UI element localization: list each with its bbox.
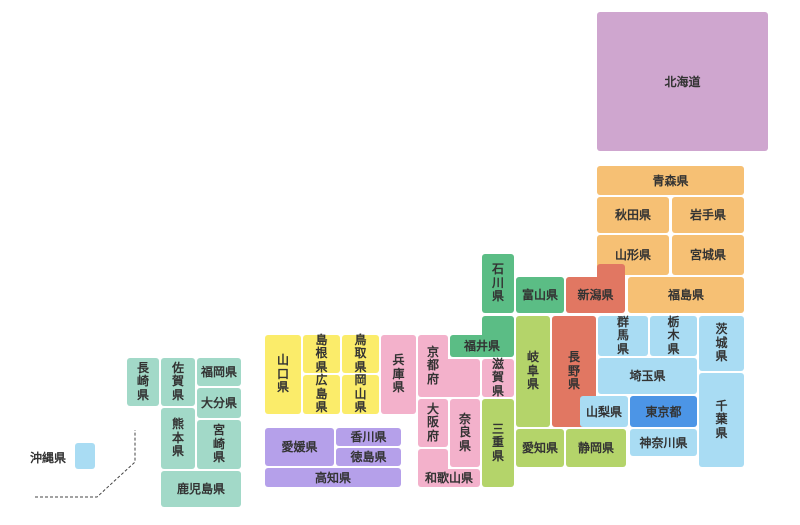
- pref-fukui-label: 福井県: [463, 339, 500, 353]
- pref-yamagata[interactable]: 山形県: [597, 235, 669, 275]
- pref-okinawa-label: 沖縄県: [30, 451, 67, 465]
- pref-toyama[interactable]: 富山県: [516, 277, 564, 313]
- pref-saitama-label: 埼玉県: [629, 369, 666, 383]
- pref-niigata-label: 新潟県: [577, 288, 614, 302]
- pref-fukuoka-label: 福岡県: [200, 365, 237, 379]
- pref-nagasaki[interactable]: 長崎県: [127, 358, 159, 406]
- pref-tochigi[interactable]: 栃木県: [650, 314, 697, 356]
- pref-fukushima-label: 福島県: [667, 288, 704, 302]
- pref-kagawa[interactable]: 香川県: [336, 428, 401, 446]
- pref-gifu-label: 岐阜県: [527, 350, 540, 392]
- pref-hyogo[interactable]: 兵庫県: [381, 335, 416, 414]
- pref-yamaguchi-label: 山口県: [277, 353, 290, 395]
- pref-wakayama[interactable]: 和歌山県: [418, 469, 480, 487]
- pref-tokushima[interactable]: 徳島県: [336, 448, 401, 466]
- pref-kochi[interactable]: 高知県: [265, 468, 401, 487]
- pref-chiba-label: 千葉県: [715, 398, 728, 440]
- pref-oita[interactable]: 大分県: [197, 388, 241, 418]
- pref-wakayama-label: 和歌山県: [424, 471, 473, 485]
- pref-chiba[interactable]: 千葉県: [699, 373, 744, 467]
- pref-yamanashi-label: 山梨県: [585, 404, 622, 419]
- pref-yamanashi[interactable]: 山梨県: [580, 396, 628, 427]
- pref-hyogo-label: 兵庫県: [392, 353, 405, 395]
- pref-oita-label: 大分県: [200, 396, 237, 410]
- pref-toyama-label: 富山県: [521, 288, 558, 302]
- pref-kyoto[interactable]: 京都府: [418, 335, 448, 397]
- pref-ehime-label: 愛媛県: [281, 440, 318, 454]
- pref-tokyo-label: 東京都: [645, 404, 682, 419]
- pref-nagano-label: 長野県: [568, 350, 581, 392]
- pref-aichi-label: 愛知県: [521, 441, 558, 455]
- pref-okayama[interactable]: 岡山県: [342, 373, 379, 415]
- pref-iwate[interactable]: 岩手県: [672, 197, 744, 233]
- pref-hokkaido[interactable]: 北海道: [597, 12, 768, 151]
- pref-kanagawa-label: 神奈川県: [639, 435, 688, 450]
- pref-fukuoka[interactable]: 福岡県: [197, 358, 241, 386]
- pref-kumamoto[interactable]: 熊本県: [161, 408, 195, 469]
- pref-fukui-top[interactable]: [482, 316, 514, 336]
- pref-nara-label: 奈良県: [459, 411, 472, 453]
- pref-ishikawa-label: 石川県: [492, 262, 505, 304]
- pref-yamagata-label: 山形県: [614, 248, 651, 262]
- pref-akita[interactable]: 秋田県: [597, 197, 669, 233]
- pref-kanagawa[interactable]: 神奈川県: [630, 429, 697, 456]
- pref-tochigi-label: 栃木県: [667, 314, 680, 356]
- pref-shiga[interactable]: 滋賀県: [482, 356, 514, 398]
- pref-shizuoka[interactable]: 静岡県: [566, 429, 626, 467]
- pref-fukui[interactable]: 福井県: [450, 335, 514, 357]
- pref-aomori-label: 青森県: [652, 173, 689, 188]
- pref-shiga-label: 滋賀県: [492, 356, 505, 398]
- pref-kagoshima-label: 鹿児島県: [176, 482, 225, 496]
- pref-ibaraki-label: 茨城県: [715, 322, 728, 364]
- pref-osaka[interactable]: 大阪府: [418, 399, 448, 447]
- pref-tottori-label: 鳥取県: [354, 332, 367, 374]
- pref-gunma[interactable]: 群馬県: [598, 314, 648, 356]
- pref-miyazaki[interactable]: 宮崎県: [197, 420, 241, 469]
- pref-iwate-label: 岩手県: [689, 208, 726, 222]
- pref-okayama-label: 岡山県: [354, 373, 367, 415]
- pref-osaka-label: 大阪府: [427, 401, 440, 443]
- pref-kumamoto-label: 熊本県: [172, 417, 185, 459]
- pref-niigata[interactable]: 新潟県: [566, 277, 625, 313]
- pref-gifu[interactable]: 岐阜県: [516, 316, 550, 427]
- pref-kagawa-label: 香川県: [350, 430, 387, 444]
- pref-saga-label: 佐賀県: [172, 360, 185, 402]
- pref-aichi[interactable]: 愛知県: [516, 429, 564, 467]
- pref-mie[interactable]: 三重県: [482, 399, 514, 487]
- pref-tottori[interactable]: 鳥取県: [342, 332, 379, 374]
- pref-nagano[interactable]: 長野県: [552, 316, 596, 427]
- pref-shimane-label: 島根県: [315, 332, 328, 374]
- pref-kagoshima[interactable]: 鹿児島県: [161, 471, 241, 507]
- pref-ehime[interactable]: 愛媛県: [265, 428, 334, 466]
- pref-miyagi-label: 宮城県: [689, 248, 726, 262]
- pref-kyoto-ext[interactable]: [446, 359, 480, 397]
- pref-saitama[interactable]: 埼玉県: [598, 358, 697, 394]
- pref-shizuoka-label: 静岡県: [577, 441, 614, 455]
- pref-aomori[interactable]: 青森県: [597, 166, 744, 195]
- pref-hokkaido-label: 北海道: [664, 74, 701, 89]
- pref-gunma-label: 群馬県: [617, 314, 630, 356]
- pref-nara[interactable]: 奈良県: [450, 399, 480, 467]
- pref-shimane[interactable]: 島根県: [303, 332, 340, 374]
- pref-nagasaki-label: 長崎県: [137, 360, 150, 402]
- pref-wakayama-top[interactable]: [418, 449, 448, 470]
- pref-tokyo[interactable]: 東京都: [630, 396, 697, 427]
- pref-okinawa[interactable]: [75, 443, 95, 469]
- pref-miyagi[interactable]: 宮城県: [672, 235, 744, 275]
- pref-mie-label: 三重県: [492, 421, 505, 463]
- pref-fukushima[interactable]: 福島県: [628, 277, 744, 313]
- pref-saga[interactable]: 佐賀県: [161, 358, 195, 406]
- pref-hiroshima-label: 広島県: [315, 373, 328, 415]
- pref-tokushima-label: 徳島県: [350, 450, 387, 464]
- pref-yamaguchi[interactable]: 山口県: [265, 335, 301, 414]
- pref-ibaraki[interactable]: 茨城県: [699, 316, 744, 371]
- pref-kyoto-label: 京都府: [427, 344, 440, 386]
- pref-hiroshima[interactable]: 広島県: [303, 373, 340, 415]
- pref-kochi-label: 高知県: [314, 470, 351, 485]
- pref-ishikawa[interactable]: 石川県: [482, 254, 514, 313]
- pref-niigata-corner[interactable]: [597, 264, 625, 278]
- pref-akita-label: 秋田県: [614, 208, 651, 222]
- pref-miyazaki-label: 宮崎県: [213, 423, 226, 465]
